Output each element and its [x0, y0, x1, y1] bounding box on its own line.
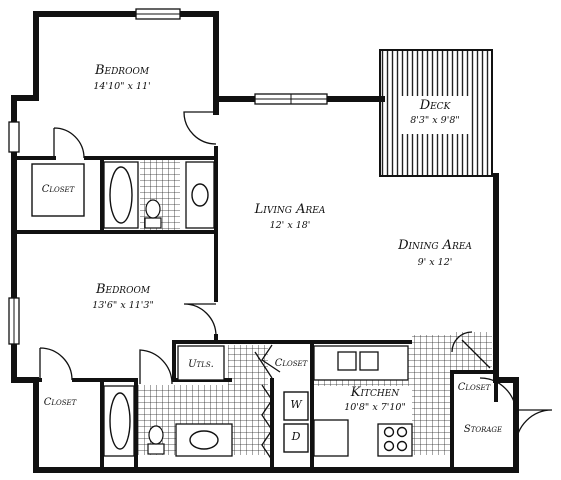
interior-walls — [12, 146, 498, 472]
living-area-title: Living Area — [254, 202, 326, 217]
bath-fixtures-top — [103, 161, 215, 229]
washer-label: W — [290, 398, 302, 411]
bedroom-bottom-size: 13'6" x 11'3" — [92, 300, 154, 311]
storage-label: Storage — [463, 424, 503, 435]
dryer-label: D — [291, 430, 301, 443]
living-area-size: 12' x 18' — [269, 220, 311, 231]
closet-top-label: Closet — [41, 184, 75, 195]
windows — [8, 8, 328, 345]
laundry-units — [177, 345, 309, 453]
kitchen-fixtures — [313, 345, 413, 457]
dining-area-title: Dining Area — [398, 238, 472, 253]
closet-right-label: Closet — [457, 382, 491, 393]
kitchen-title: Kitchen — [350, 385, 400, 400]
closet-bottom-label: Closet — [43, 397, 77, 408]
kitchen-size: 10'8" x 7'10" — [344, 402, 406, 413]
deck-area — [379, 49, 493, 177]
closet-center-label: Closet — [274, 358, 308, 369]
doors — [39, 111, 553, 461]
bedroom-top-title: Bedroom — [94, 63, 150, 78]
bedroom-top-size: 14'10" x 11' — [93, 81, 151, 92]
closet-shelves — [31, 163, 85, 217]
bedroom-bottom-title: Bedroom — [95, 282, 151, 297]
dining-area-size: 9' x 12' — [417, 257, 453, 268]
utility-label: Utls. — [188, 359, 214, 370]
deck-title: Deck — [419, 98, 451, 113]
deck-size: 8'3" x 9'8" — [410, 115, 460, 126]
bath-fixtures-bottom — [103, 385, 233, 457]
